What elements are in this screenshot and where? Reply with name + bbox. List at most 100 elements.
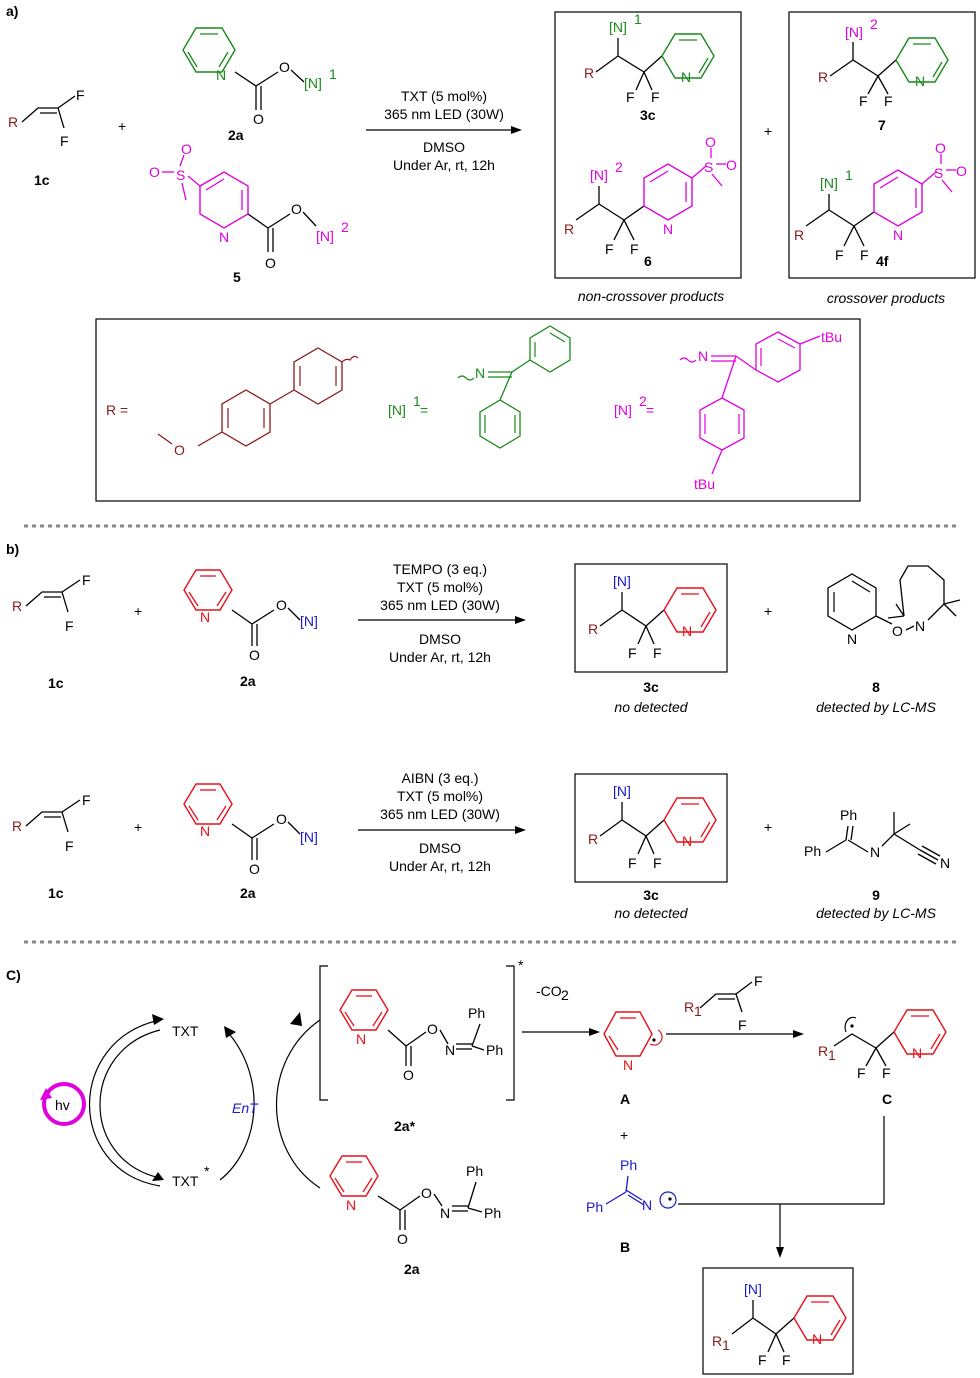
label-2a: 2a	[228, 127, 244, 143]
label-7: 7	[878, 117, 886, 133]
svg-text:N: N	[893, 227, 903, 243]
svg-text:N: N	[356, 1031, 366, 1047]
svg-text:8: 8	[872, 679, 880, 695]
svg-text:F: F	[835, 247, 844, 263]
substituent-definitions-box: R = O [N] 1 = N [N] 2 = N	[95, 318, 861, 502]
svg-text:2: 2	[615, 159, 623, 175]
alkene-reagent-c: R 1 F F	[684, 973, 763, 1033]
svg-text:F: F	[859, 93, 868, 109]
svg-text:N: N	[623, 1057, 633, 1073]
svg-text:F: F	[65, 618, 74, 634]
svg-text:O: O	[956, 163, 967, 179]
panel-c-label: C)	[6, 967, 21, 983]
svg-text:[N]: [N]	[820, 175, 838, 191]
svg-text:R: R	[588, 621, 598, 637]
panel-b: b) R F F 1c + N O O [N] 2a TEMPO (3 eq.)…	[6, 541, 961, 921]
svg-text:TXT: TXT	[172, 1023, 199, 1039]
svg-text:N: N	[445, 1042, 455, 1058]
svg-text:F: F	[884, 93, 893, 109]
noncrossover-products-box: [N] 1 R F F N 3c [N] 2 R F F N S O O	[554, 11, 742, 279]
svg-text:N: N	[200, 823, 210, 839]
svg-text:2: 2	[561, 987, 569, 1003]
svg-text:O: O	[265, 255, 276, 271]
svg-text:F: F	[628, 645, 637, 661]
svg-text:O: O	[174, 442, 185, 458]
compound-1c: R F F 1c	[8, 87, 85, 188]
svg-text:Under Ar, rt, 12h: Under Ar, rt, 12h	[393, 157, 495, 173]
svg-text:N: N	[216, 67, 226, 83]
label-6: 6	[644, 253, 652, 269]
reaction-arrow-a: TXT (5 mol%) 365 nm LED (30W) DMSO Under…	[366, 88, 522, 173]
svg-text:1: 1	[329, 66, 337, 82]
svg-text:F: F	[82, 792, 91, 808]
svg-text:365 nm LED (30W): 365 nm LED (30W)	[384, 106, 504, 122]
reaction-arrow-b1: TEMPO (3 eq.) TXT (5 mol%) 365 nm LED (3…	[358, 561, 526, 665]
svg-text:F: F	[653, 855, 662, 871]
svg-text:[N]: [N]	[300, 613, 318, 629]
photocatalyst-cycle: TXT TXT * hv EnT	[40, 1012, 321, 1189]
svg-text:-CO: -CO	[536, 983, 562, 999]
svg-text:+: +	[134, 603, 142, 619]
svg-text:F: F	[630, 241, 639, 257]
panel-b-label: b)	[6, 541, 19, 557]
svg-text:N: N	[847, 631, 857, 647]
svg-text:S: S	[704, 159, 713, 175]
svg-text:TXT (5 mol%): TXT (5 mol%)	[397, 579, 483, 595]
svg-text:[N]: [N]	[590, 167, 608, 183]
svg-text:Ph: Ph	[804, 843, 821, 859]
product-3c-b2-box: [N] R F F N	[574, 773, 728, 883]
svg-text:O: O	[276, 811, 287, 827]
svg-text:O: O	[291, 201, 302, 217]
compound-2a: N O O [N] 1 2a	[182, 27, 337, 143]
svg-text:1: 1	[634, 11, 642, 27]
svg-text:Ph: Ph	[840, 807, 857, 823]
svg-text:F: F	[626, 89, 635, 105]
svg-text:R: R	[8, 114, 18, 130]
svg-text:TEMPO (3 eq.): TEMPO (3 eq.)	[393, 561, 487, 577]
svg-text:F: F	[857, 1065, 866, 1081]
svg-text:R: R	[794, 227, 804, 243]
svg-text:TXT (5 mol%): TXT (5 mol%)	[397, 788, 483, 804]
compound-9: Ph Ph N N 9 detected by LC-MS	[804, 807, 950, 921]
svg-text:S: S	[934, 165, 943, 181]
svg-text:Under Ar, rt, 12h: Under Ar, rt, 12h	[389, 649, 491, 665]
svg-text:[N]: [N]	[845, 24, 863, 40]
svg-text:365 nm LED (30W): 365 nm LED (30W)	[380, 806, 500, 822]
svg-text:Ph: Ph	[620, 1157, 637, 1173]
svg-text:3c: 3c	[643, 887, 659, 903]
svg-text:tBu: tBu	[694, 476, 715, 492]
svg-text:N: N	[219, 229, 229, 245]
svg-text:EnT: EnT	[232, 1100, 259, 1116]
svg-text:2a: 2a	[240, 673, 256, 689]
svg-text:F: F	[76, 87, 85, 103]
svg-text:Under Ar, rt, 12h: Under Ar, rt, 12h	[389, 858, 491, 874]
svg-text:TXT: TXT	[172, 1173, 199, 1189]
svg-text:Ph: Ph	[468, 1005, 485, 1021]
svg-text:O: O	[935, 140, 946, 156]
excited-2a-star: * N O O N Ph Ph 2a*	[319, 957, 524, 1134]
svg-text:Ph: Ph	[486, 1042, 503, 1058]
svg-text:2: 2	[639, 393, 647, 409]
svg-text:[N]: [N]	[613, 573, 631, 589]
svg-text:1: 1	[828, 1047, 836, 1063]
svg-text:R: R	[12, 598, 22, 614]
svg-text:O: O	[705, 134, 716, 150]
svg-text:O: O	[427, 1021, 438, 1037]
svg-text:O: O	[421, 1185, 432, 1201]
svg-text:=: =	[646, 402, 654, 418]
svg-text:N: N	[940, 855, 950, 871]
svg-text:O: O	[249, 647, 260, 663]
svg-text:O: O	[181, 141, 192, 157]
svg-text:R: R	[588, 831, 598, 847]
svg-text:F: F	[82, 572, 91, 588]
svg-text:2a: 2a	[240, 885, 256, 901]
intermediate-C: R 1 F F N C	[818, 1009, 947, 1107]
svg-text:[N]: [N]	[613, 783, 631, 799]
svg-text:tBu: tBu	[821, 329, 842, 345]
svg-text:N: N	[682, 623, 692, 639]
svg-text:[N]: [N]	[388, 402, 406, 418]
svg-text:=: =	[420, 402, 428, 418]
label-3c-a: 3c	[640, 107, 656, 123]
svg-text:[N]: [N]	[316, 228, 334, 244]
svg-text:R: R	[818, 1043, 828, 1059]
